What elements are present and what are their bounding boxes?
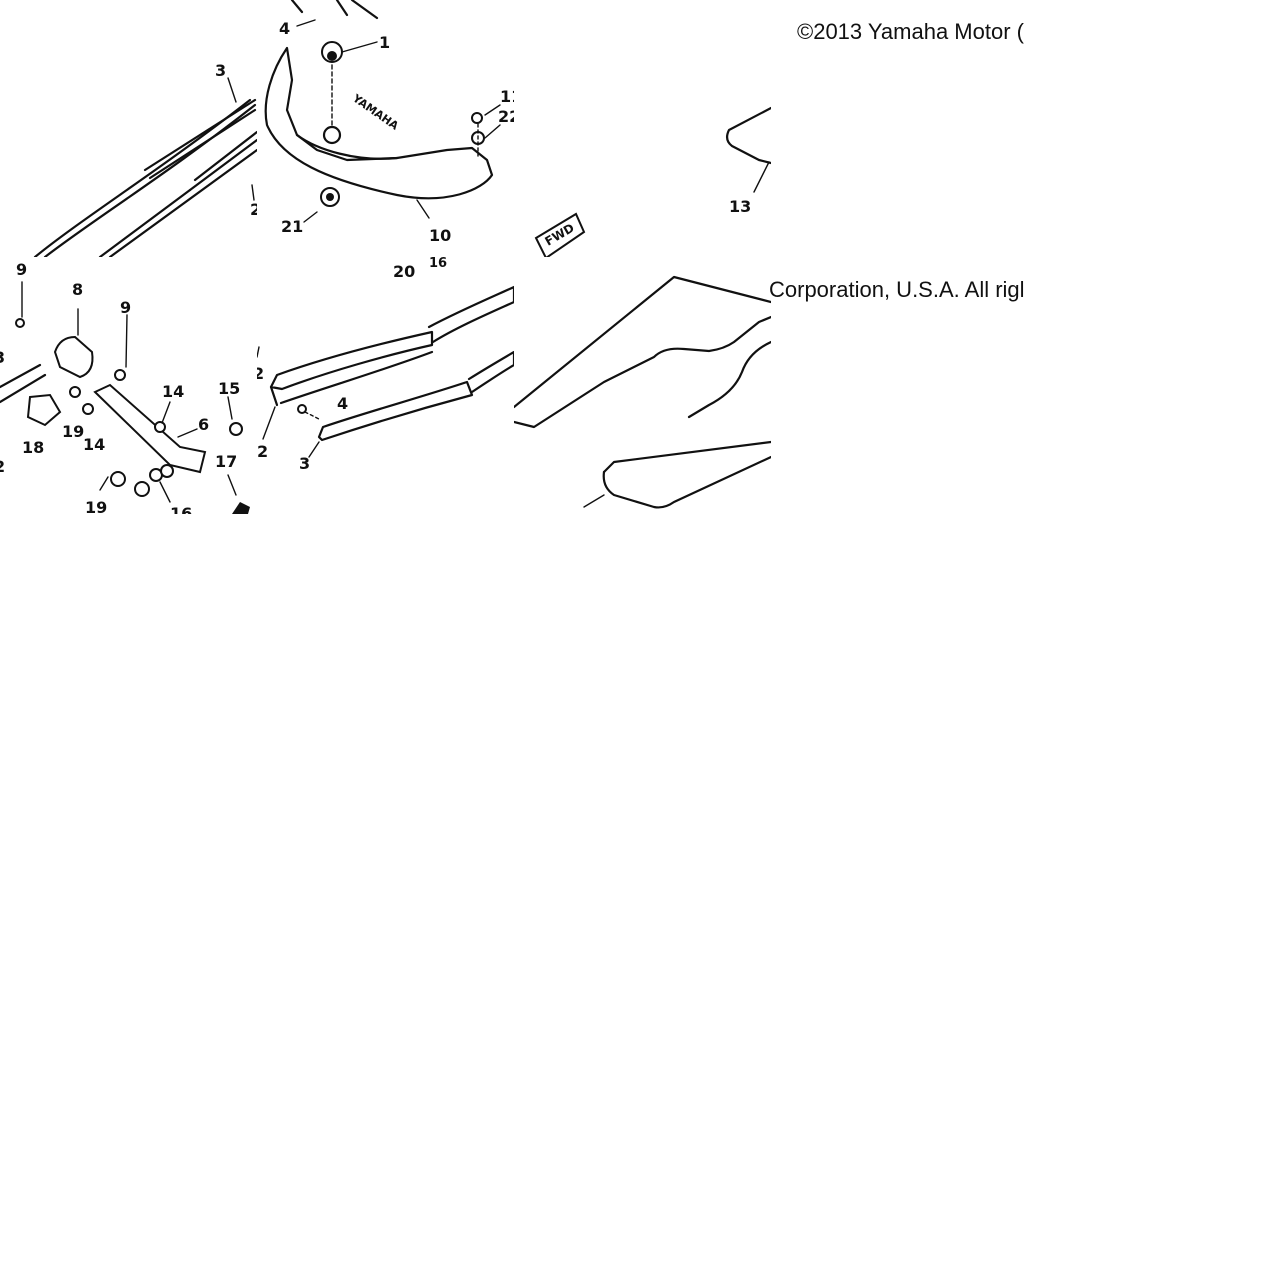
- mat-drawing: 13 FWD: [534, 106, 771, 257]
- callout-label: 2: [257, 364, 264, 383]
- callout-label: 22: [498, 107, 514, 126]
- callout-label: 19: [85, 498, 107, 514]
- callout-label: 8: [72, 280, 83, 299]
- callout-label: 4: [337, 394, 348, 413]
- callout-label: 3: [215, 61, 226, 80]
- rail-drawing: 2 4 2 3 20 16: [257, 257, 514, 473]
- callout-label: 18: [22, 438, 44, 457]
- callout-label: 20: [393, 262, 415, 281]
- tile-bottom-left-brackets: 9 8 9 3 14 15 6 19 14 18 2 17 19 16: [0, 257, 257, 514]
- copyright-line-2: Corporation, U.S.A. All rigl: [769, 277, 1025, 302]
- callout-label: 19: [62, 422, 84, 441]
- copyright-line-1: ©2013 Yamaha Motor (: [797, 19, 1024, 44]
- callout-label: 14: [83, 435, 105, 454]
- fwd-arrow-icon: FWD: [534, 212, 586, 257]
- callout-label: 14: [162, 382, 184, 401]
- tile-bottom-right-mat: 12: [514, 257, 771, 514]
- callout-label: 15: [218, 379, 240, 398]
- callout-label: 10: [429, 226, 451, 245]
- callout-label: 16: [170, 504, 192, 514]
- callout-label: 3: [299, 454, 310, 473]
- callout-label: 21: [281, 217, 303, 236]
- callout-label: 17: [215, 452, 237, 471]
- emblem-text: YAMAHA: [349, 91, 401, 133]
- callout-label: 13: [729, 197, 751, 216]
- tile-top-right-mat: 13 FWD: [514, 0, 771, 257]
- callout-label: 9: [120, 298, 131, 317]
- callout-label: 16: [429, 257, 447, 271]
- tile-top-left-rails: 3 2: [0, 0, 257, 257]
- tile-top-center-bumper: YAMAHA 4 1 11 22 21 10: [257, 0, 514, 257]
- bumper-drawing: YAMAHA 4 1 11 22 21 10: [264, 0, 514, 245]
- tile-bottom-center-rails: 2 4 2 3 20 16: [257, 257, 514, 514]
- callout-label: 3: [0, 348, 5, 367]
- callout-label: 4: [279, 19, 290, 38]
- callout-label: 1: [379, 33, 390, 52]
- callout-label: 2: [257, 442, 268, 461]
- callout-label: 6: [198, 415, 209, 434]
- callout-label: 2: [0, 457, 5, 476]
- callout-label: 11: [500, 87, 514, 106]
- callout-label: 9: [16, 260, 27, 279]
- rails-drawing: 3 2: [33, 61, 257, 257]
- deck-mat-drawing: 12: [514, 275, 771, 509]
- callout-label: 2: [250, 200, 257, 219]
- bracket-drawing: 9 8 9 3 14 15 6 19 14 18 2 17 19 16: [0, 260, 250, 514]
